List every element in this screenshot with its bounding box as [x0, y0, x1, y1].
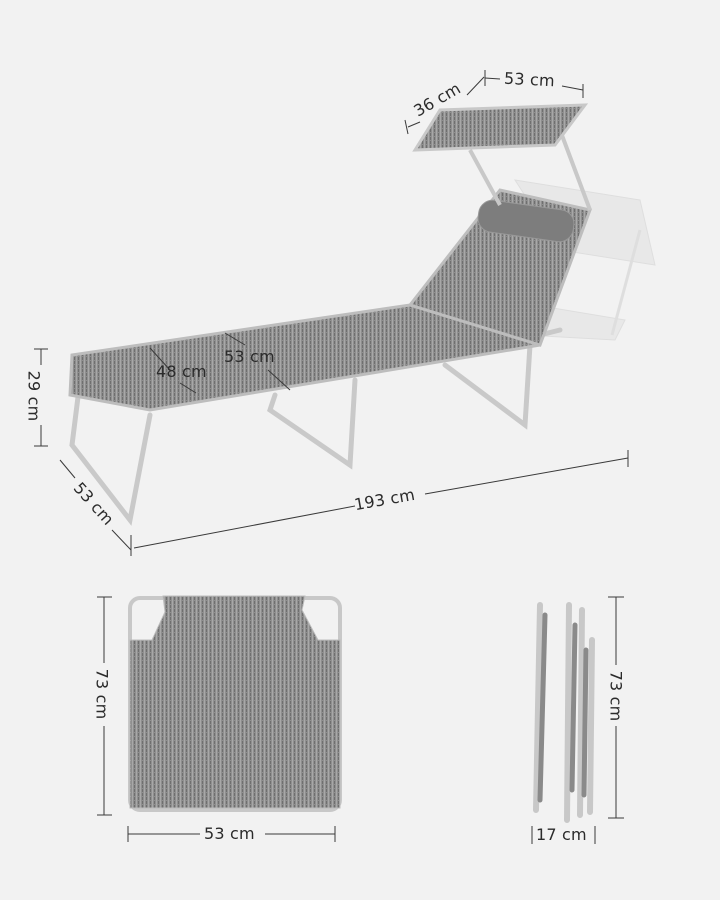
label-bed-inner-width: 48 cm: [156, 362, 207, 381]
label-folded-side-thickness: 17 cm: [536, 825, 587, 844]
dimension-lines: [34, 70, 629, 556]
label-seat-height: 29 cm: [24, 370, 44, 422]
folded-front-view: [128, 595, 342, 812]
headrest-pillow: [477, 199, 575, 243]
folded-side-dimension-lines: [531, 596, 624, 844]
assembled-lounger: [68, 103, 656, 526]
canopy: [412, 103, 589, 152]
folded-side-view: [533, 602, 595, 823]
label-folded-side-height: 73 cm: [606, 670, 626, 722]
label-bed-outer-width: 53 cm: [224, 347, 275, 366]
label-canopy-width: 53 cm: [503, 68, 556, 91]
label-folded-front-height: 73 cm: [92, 668, 112, 720]
label-folded-front-width: 53 cm: [204, 824, 255, 843]
folded-front-dimension-lines: [97, 596, 336, 842]
